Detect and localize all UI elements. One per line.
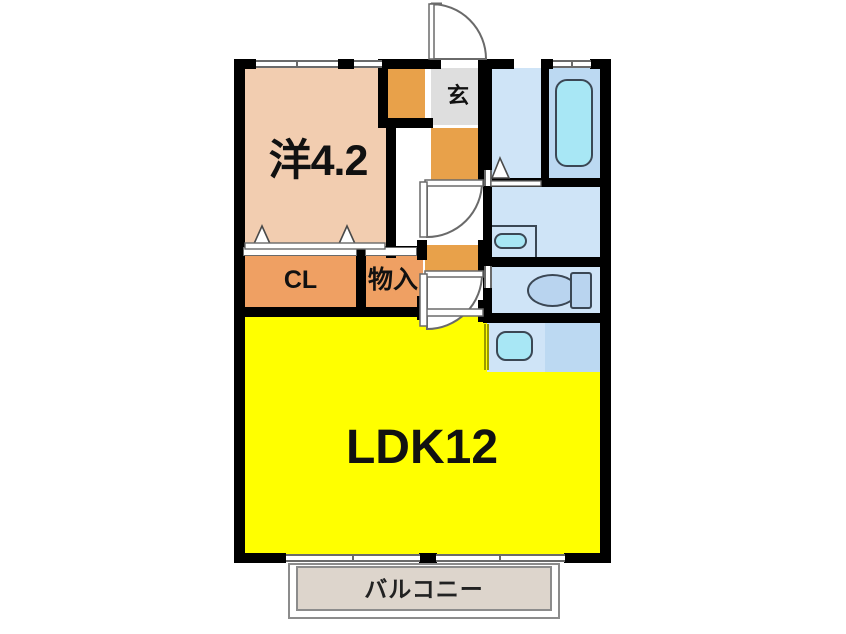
window-washitsu-top (256, 60, 338, 68)
room-genkan-fill (431, 68, 485, 125)
wall-water-column-left-low (483, 260, 492, 322)
washitsu-threshold (244, 242, 386, 250)
label-balcony: バルコニー (364, 576, 484, 602)
window-washitsu-top-2 (354, 60, 382, 68)
wall-closet-bottom (234, 307, 426, 317)
label-closet: CL (283, 266, 318, 294)
toilet-tank-icon (570, 272, 592, 309)
label-washitsu: 洋4.2 (268, 137, 369, 185)
kitchen-sink-icon (496, 331, 533, 361)
wall-outer-bottom-mid (419, 553, 437, 563)
label-storage: 物入 (367, 266, 418, 294)
wall-bath-washroom-divider (483, 178, 611, 187)
wall-outer-top-left (234, 59, 256, 69)
room-storage-fill (365, 255, 423, 308)
corridor-step-fill (425, 245, 483, 273)
window-ldk-bottom-right (436, 554, 565, 562)
balcony-inner-floor (296, 566, 552, 611)
shoe-cabinet-upper-fill (387, 68, 425, 123)
washroom-threshold (490, 180, 542, 187)
wall-outer-top-right (590, 59, 611, 69)
wall-outer-top-mid (381, 59, 441, 69)
wall-washroom-toilet-divider (483, 257, 611, 267)
closet-storage-door[interactable] (365, 247, 417, 256)
wall-outer-top-entry (478, 59, 514, 69)
wall-water-column-left-mid (483, 185, 492, 260)
wall-shoe-cabinet-bottom (378, 118, 433, 128)
toilet-bowl-icon (527, 274, 578, 307)
washitsu-door-swing (426, 181, 484, 239)
window-toilet-door (484, 266, 492, 288)
window-kitchen-edge (484, 324, 489, 370)
wall-washitsu-right-upper (378, 59, 388, 125)
wall-outer-bottom-left (234, 553, 286, 563)
bathtub-icon (555, 79, 593, 167)
window-bathroom-door (484, 170, 492, 186)
corridor-door-leaf-left-lower (419, 273, 428, 327)
bathroom-marker (490, 155, 511, 179)
wall-washitsu-right (386, 118, 396, 258)
room-washitsu-fill (243, 68, 393, 246)
wall-outer-top-left2 (338, 59, 354, 69)
wall-toilet-kitchen-divider (483, 313, 611, 323)
window-bathroom-top (553, 60, 591, 68)
entrance-door-swing (430, 2, 488, 60)
label-genkan: 玄 (446, 83, 469, 108)
ldk-door-swing (426, 273, 484, 331)
corridor-door-leaf-left (419, 181, 428, 238)
wall-outer-bottom-right (564, 553, 611, 563)
label-ldk: LDK12 (345, 421, 499, 474)
room-closet-fill (243, 255, 358, 308)
wall-closet-divider (356, 250, 366, 310)
wall-bath-inner-divider (541, 59, 549, 179)
kitchen-counter-fill-right (545, 322, 601, 372)
wall-outer-right (600, 59, 611, 563)
wall-water-column-left-top (483, 59, 492, 185)
window-ldk-bottom-left (286, 554, 420, 562)
shoe-cabinet-lower-fill (431, 128, 483, 180)
wash-basin-icon (494, 233, 527, 249)
